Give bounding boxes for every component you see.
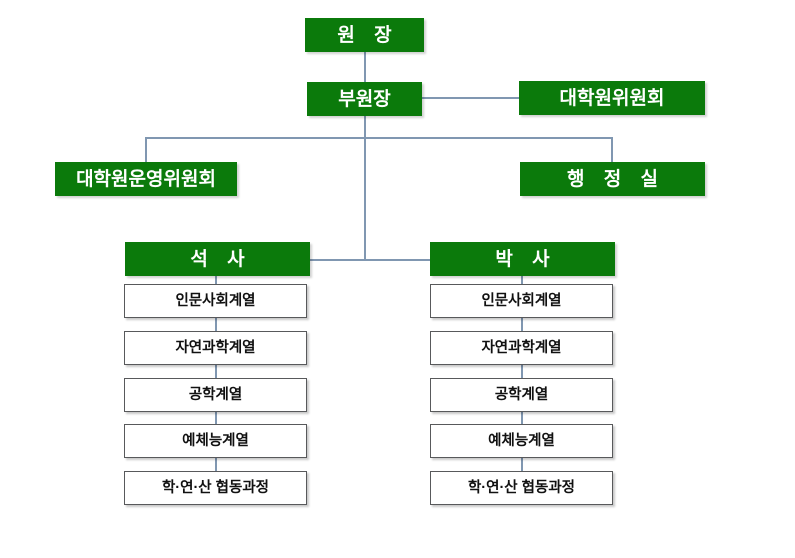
node-vice-director[interactable]: 부원장: [307, 82, 422, 116]
connector-bus-row3: [145, 137, 613, 139]
masters-program-label: 학·연·산 협동과정: [161, 479, 270, 496]
masters-program-item[interactable]: 공학계열: [124, 378, 307, 412]
node-masters-label: 석 사: [190, 248, 252, 270]
node-grad-committee[interactable]: 대학원위원회: [519, 81, 705, 115]
connector-bus-to-steering-committee: [145, 137, 147, 162]
node-director[interactable]: 원 장: [305, 18, 424, 52]
masters-program-item[interactable]: 인문사회계열: [124, 284, 307, 318]
node-director-label: 원 장: [337, 24, 399, 46]
doctoral-program-item[interactable]: 인문사회계열: [430, 284, 613, 318]
node-admin-office[interactable]: 행 정 실: [520, 162, 705, 196]
doctoral-program-label: 예체능계열: [488, 432, 555, 449]
doctoral-program-label: 자연과학계열: [481, 339, 562, 356]
masters-program-label: 자연과학계열: [175, 339, 256, 356]
node-vice-director-label: 부원장: [338, 88, 391, 110]
doctoral-program-label: 인문사회계열: [481, 292, 562, 309]
doctoral-program-label: 공학계열: [494, 386, 549, 403]
connector-vice-spine: [364, 115, 366, 260]
node-admin-office-label: 행 정 실: [567, 168, 665, 190]
masters-program-item[interactable]: 자연과학계열: [124, 331, 307, 365]
masters-program-label: 인문사회계열: [175, 292, 256, 309]
connector-vice-to-grad-committee: [422, 97, 519, 99]
masters-program-label: 예체능계열: [182, 432, 249, 449]
masters-program-label: 공학계열: [188, 386, 243, 403]
doctoral-program-item[interactable]: 자연과학계열: [430, 331, 613, 365]
masters-program-item[interactable]: 예체능계열: [124, 424, 307, 458]
node-grad-steering-committee[interactable]: 대학원운영위원회: [55, 162, 237, 196]
node-grad-committee-label: 대학원위원회: [559, 87, 665, 109]
node-masters[interactable]: 석 사: [125, 242, 310, 276]
connector-bus-to-admin-office: [611, 137, 613, 162]
node-grad-steering-committee-label: 대학원운영위원회: [76, 168, 216, 190]
connector-director-to-vice: [364, 51, 366, 82]
doctoral-program-label: 학·연·산 협동과정: [467, 479, 576, 496]
doctoral-program-item[interactable]: 공학계열: [430, 378, 613, 412]
node-doctoral-label: 박 사: [495, 248, 557, 270]
connector-masters-column-spine: [215, 275, 217, 472]
doctoral-program-item[interactable]: 예체능계열: [430, 424, 613, 458]
node-doctoral[interactable]: 박 사: [430, 242, 615, 276]
masters-program-item[interactable]: 학·연·산 협동과정: [124, 471, 307, 505]
connector-doctoral-column-spine: [521, 275, 523, 472]
doctoral-program-item[interactable]: 학·연·산 협동과정: [430, 471, 613, 505]
connector-bus-degrees: [310, 259, 430, 261]
